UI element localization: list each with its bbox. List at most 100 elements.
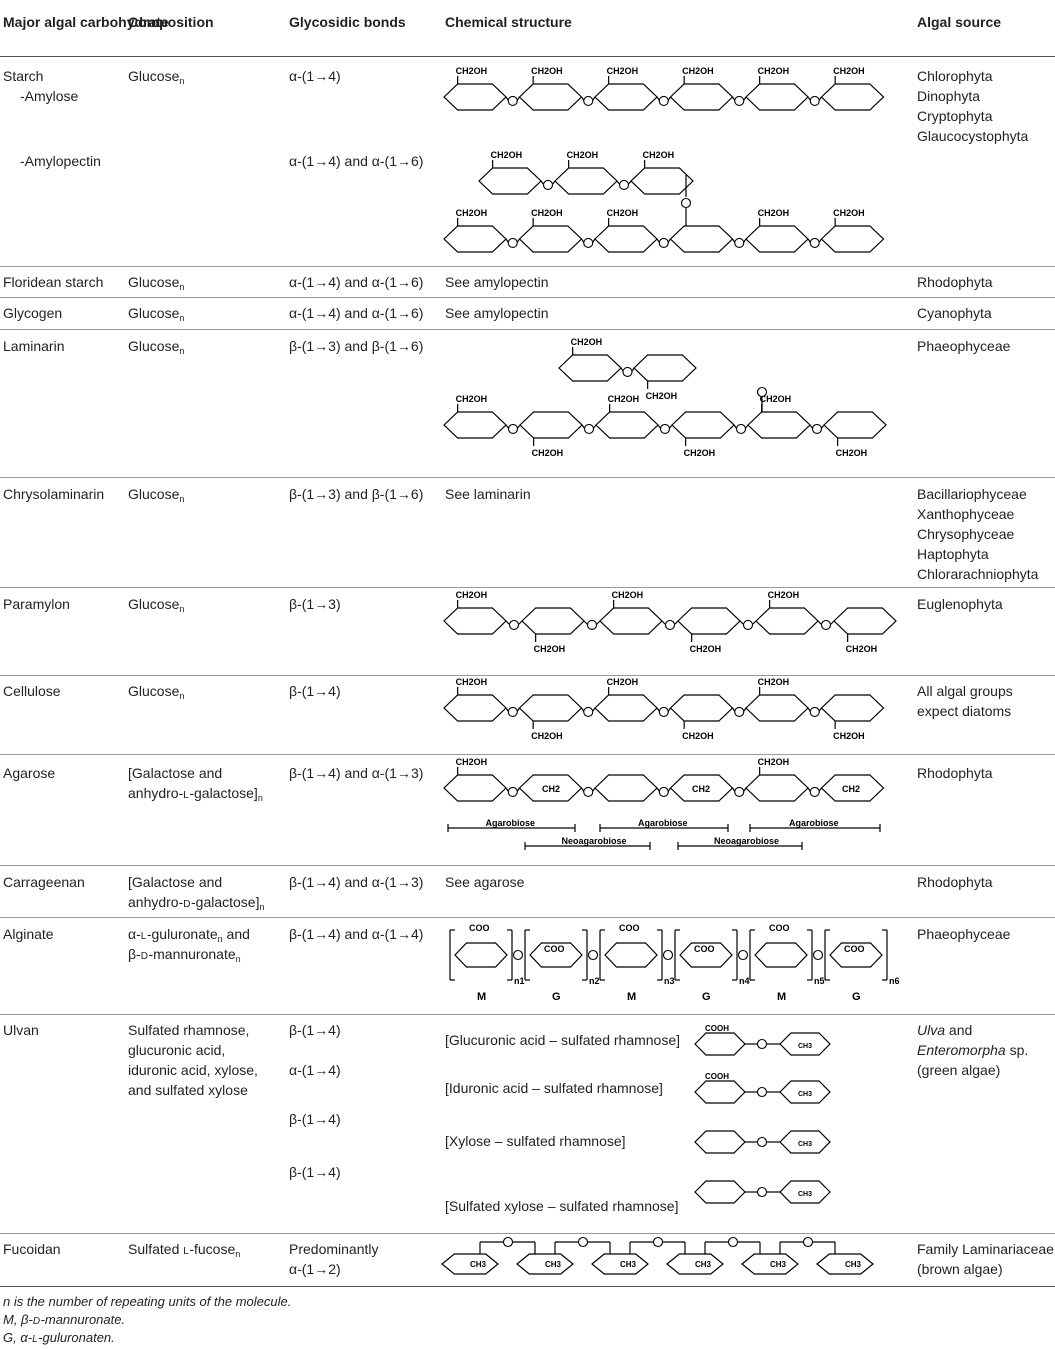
row-rule xyxy=(0,675,1055,676)
ch3-label: CH3 xyxy=(695,1260,712,1269)
ch2oh-label: CH2OH xyxy=(456,394,488,404)
agarobiose-label: Neoagarobiose xyxy=(562,836,627,846)
floridean-name: Floridean starch xyxy=(3,274,104,290)
sugar-ring xyxy=(666,1253,724,1275)
starch-amylopectin: -Amylopectin xyxy=(20,153,101,169)
sugar-ring xyxy=(669,225,734,253)
sugar-ring xyxy=(443,411,507,439)
oxygen-atom xyxy=(809,786,820,797)
repeat-count: n3 xyxy=(664,976,675,986)
alginate-bond: β-(1→4) and α-(1→4) xyxy=(289,926,424,942)
starch-source-1: Chlorophyta xyxy=(917,68,993,84)
sugar-ring xyxy=(669,83,734,111)
oxygen-atom xyxy=(507,95,518,106)
fucoidan-bond-2: α-(1→2) xyxy=(289,1261,341,1277)
paramylon-composition: Glucosen xyxy=(128,596,185,614)
oxygen-atom xyxy=(664,619,676,630)
sugar-ring xyxy=(779,1180,831,1204)
floridean-source: Rhodophyta xyxy=(917,274,993,290)
cooh-label: COOH xyxy=(705,1072,729,1081)
sugar-ring xyxy=(747,411,811,439)
oxygen-atom xyxy=(542,179,554,190)
unit-label: G xyxy=(702,991,711,1003)
agarose-composition-2: anhydro-L-galactose]n xyxy=(128,785,263,803)
ch3-label: CH3 xyxy=(798,1043,812,1050)
unit-label: M xyxy=(627,991,636,1003)
sugar-ring xyxy=(594,694,658,722)
sugar-ring xyxy=(754,942,808,968)
sugar-ring xyxy=(516,1253,574,1275)
coo-label: COO xyxy=(619,923,640,933)
sugar-ring xyxy=(745,694,809,722)
sugar-ring xyxy=(679,942,733,968)
starch-source-3: Cryptophyta xyxy=(917,108,993,124)
carrageenan-name: Carrageenan xyxy=(3,874,85,890)
oxygen-atom xyxy=(622,366,633,377)
ch2oh-label: CH2OH xyxy=(567,150,599,160)
row-rule xyxy=(0,329,1055,330)
header-rule xyxy=(0,56,1055,57)
sugar-ring xyxy=(441,1253,499,1275)
oxygen-atom xyxy=(507,423,519,434)
sugar-ring xyxy=(443,83,507,111)
oxygen-atom xyxy=(756,1186,768,1198)
row-rule xyxy=(0,865,1055,866)
sugar-ring xyxy=(554,167,618,195)
ch2oh-label: CH2OH xyxy=(607,208,639,218)
ulvan-structure-1: [Glucuronic acid – sulfated rhamnose] xyxy=(445,1032,681,1048)
ch2oh-label: CH2OH xyxy=(758,757,790,767)
sugar-ring xyxy=(823,411,887,439)
sugar-ring xyxy=(478,167,542,195)
sugar-ring xyxy=(604,942,658,968)
ch3-label: CH3 xyxy=(470,1260,487,1269)
repeat-count: n4 xyxy=(739,976,750,986)
oxygen-atom xyxy=(820,619,832,630)
cellulose-name: Cellulose xyxy=(3,683,61,699)
oxygen-atom xyxy=(586,619,598,630)
oxygen-atom xyxy=(658,706,669,717)
laminarin-source: Phaeophyceae xyxy=(917,338,1011,354)
oxygen-atom xyxy=(658,786,669,797)
sugar-ring xyxy=(518,694,583,722)
oxygen-atom xyxy=(658,95,669,106)
oxygen-atom xyxy=(727,1236,739,1248)
ch2oh-label: CH2OH xyxy=(456,677,488,687)
ch3-label: CH3 xyxy=(845,1260,862,1269)
row-rule xyxy=(0,917,1055,918)
sugar-ring xyxy=(521,607,585,635)
glycogen-composition: Glucosen xyxy=(128,305,185,323)
agarobiose-label: Agarobiose xyxy=(789,818,839,828)
chrysolaminarin-structure: See laminarin xyxy=(445,486,531,502)
sugar-ring xyxy=(594,225,658,253)
agarobiose-label: Agarobiose xyxy=(486,818,536,828)
oxygen-atom xyxy=(737,949,749,961)
ulvan-structure-3: [Xylose – sulfated rhamnose] xyxy=(445,1133,626,1149)
sugar-ring xyxy=(829,942,883,968)
oxygen-atom xyxy=(734,237,745,248)
ulvan-source-2: Enteromorpha sp. xyxy=(917,1042,1029,1058)
oxygen-atom xyxy=(811,423,823,434)
agarose-name: Agarose xyxy=(3,765,56,781)
ch2oh-label: CH2OH xyxy=(456,757,488,767)
sugar-ring xyxy=(443,774,507,802)
agarose-bond: β-(1→4) and α-(1→3) xyxy=(289,765,424,781)
coo-label: COO xyxy=(769,923,790,933)
row-rule xyxy=(0,297,1055,298)
ch2oh-label: CH2OH xyxy=(833,731,865,741)
ulvan-structure-2: [Iduronic acid – sulfated rhamnose] xyxy=(445,1080,663,1096)
sugar-ring xyxy=(741,1253,799,1275)
sugar-ring xyxy=(558,354,622,382)
chrysolaminarin-source-3: Chrysophyceae xyxy=(917,526,1015,542)
ulvan-source-3: (green algae) xyxy=(917,1062,1001,1078)
ch2-label: CH2 xyxy=(692,784,710,794)
sugar-ring xyxy=(779,1130,831,1154)
carrageenan-structure: See agarose xyxy=(445,874,525,890)
fucoidan-composition: Sulfated L-fucosen xyxy=(128,1241,241,1259)
ulvan-bond-3: β-(1→4) xyxy=(289,1111,341,1127)
ch2oh-label: CH2OH xyxy=(534,644,566,654)
agarobiose-label: Agarobiose xyxy=(638,818,688,828)
oxygen-atom xyxy=(680,197,692,209)
